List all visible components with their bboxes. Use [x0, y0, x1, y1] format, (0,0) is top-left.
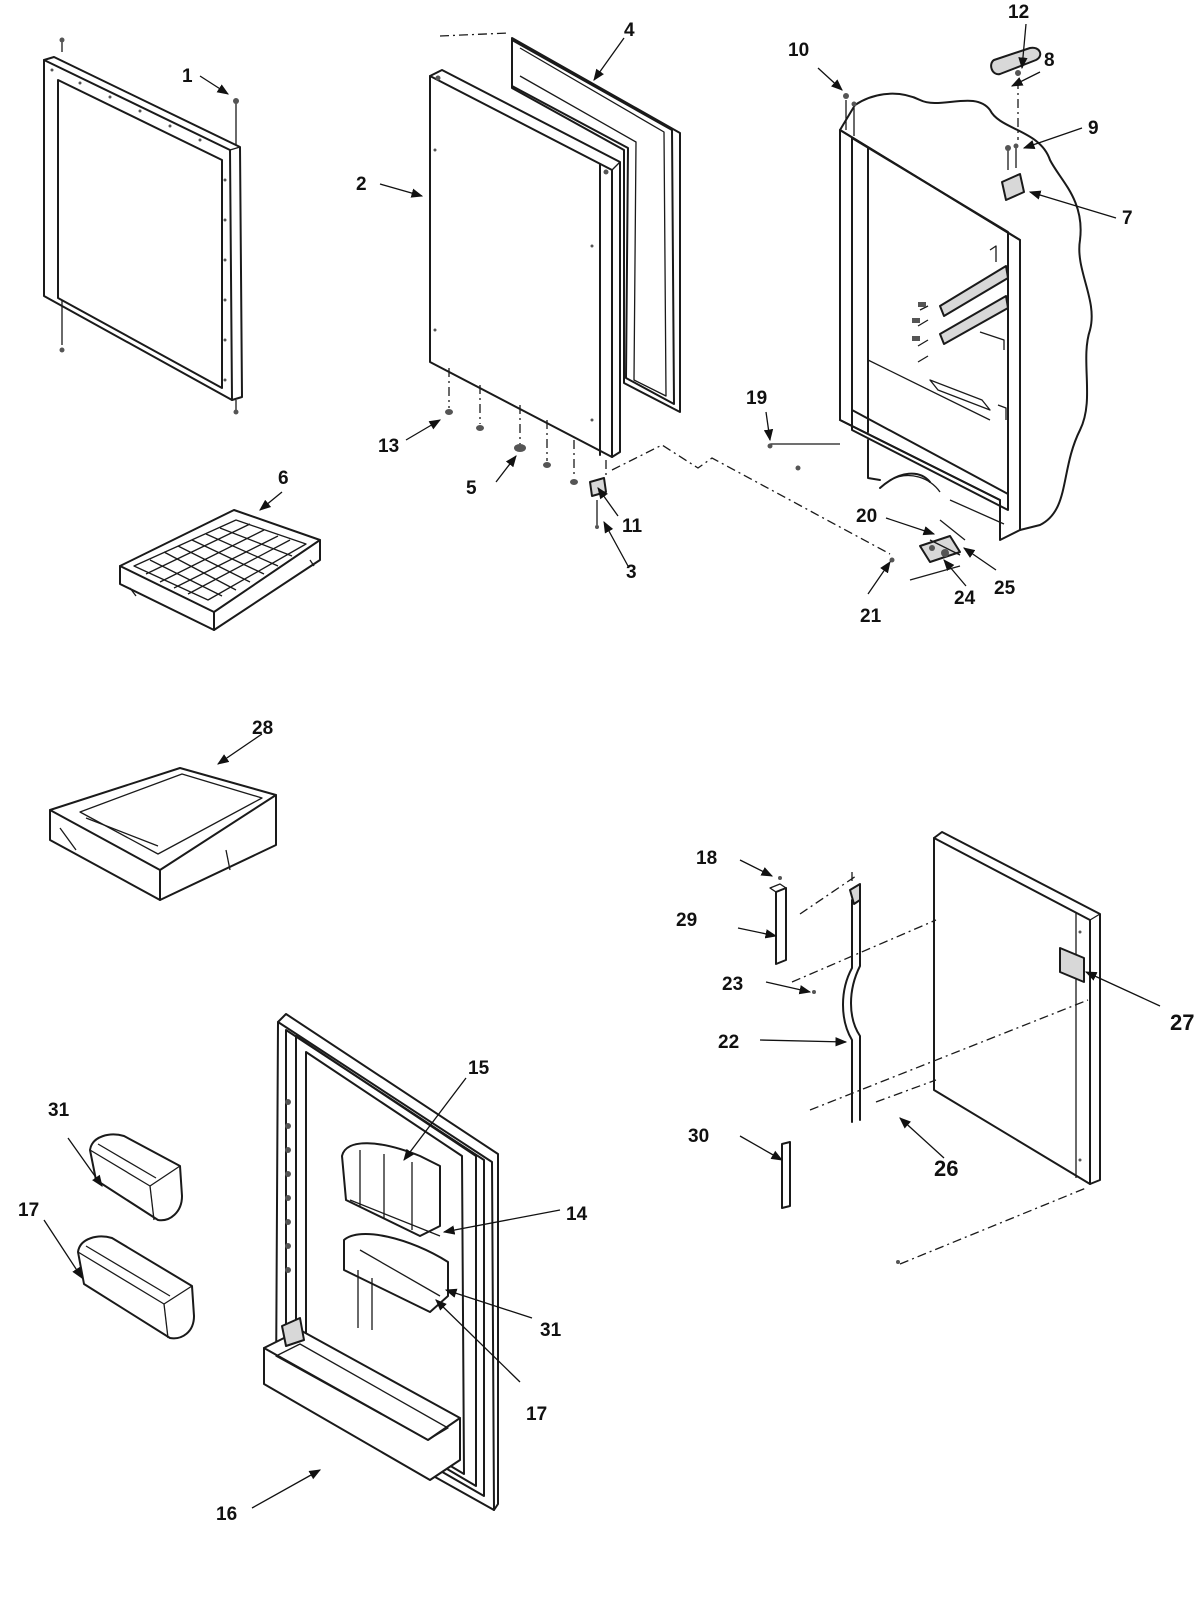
- callout-29: 29: [676, 910, 697, 931]
- callout-31a: 31: [48, 1100, 70, 1121]
- callout-25: 25: [994, 578, 1016, 599]
- callout-11: 11: [622, 516, 643, 537]
- door-trim-frame-drawing: [43, 37, 243, 415]
- freezer-door-drawing: [429, 32, 891, 555]
- callout-24: 24: [954, 588, 976, 609]
- callout-26: 26: [934, 1156, 958, 1181]
- callout-30: 30: [688, 1126, 709, 1147]
- callout-17a: 17: [18, 1200, 39, 1221]
- pan-drawing: [49, 767, 277, 901]
- callout-27: 27: [1170, 1010, 1194, 1035]
- callout-19: 19: [746, 388, 767, 409]
- door-bins-drawing: [77, 1133, 195, 1340]
- right-door-drawing: [769, 831, 1101, 1265]
- callout-5: 5: [466, 478, 477, 499]
- callout-18: 18: [696, 848, 717, 869]
- callout-28: 28: [252, 718, 273, 739]
- callout-12: 12: [1008, 2, 1029, 23]
- refrigerator-door-drawing: [263, 1013, 499, 1511]
- callout-2: 2: [356, 174, 367, 195]
- callout-31b: 31: [540, 1320, 562, 1341]
- callout-13: 13: [378, 436, 399, 457]
- callout-17b: 17: [526, 1404, 547, 1425]
- callout-10: 10: [788, 40, 809, 61]
- callout-8: 8: [1044, 50, 1055, 71]
- callout-labels: 1 2 3 4 5 6 7 8 9 10 11 12 13 14 15 16 1…: [18, 2, 1194, 1525]
- callout-7: 7: [1122, 208, 1133, 229]
- callout-15: 15: [468, 1058, 490, 1079]
- callout-14: 14: [566, 1204, 588, 1225]
- callout-16: 16: [216, 1504, 237, 1525]
- callout-4: 4: [624, 20, 635, 41]
- callout-21: 21: [860, 606, 882, 627]
- callout-3: 3: [626, 562, 637, 583]
- callout-6: 6: [278, 468, 289, 489]
- ice-tray-drawing: [119, 509, 321, 631]
- callout-20: 20: [856, 506, 877, 527]
- cabinet-drawing: [767, 46, 1093, 581]
- callout-23: 23: [722, 974, 743, 995]
- callout-9: 9: [1088, 118, 1099, 139]
- callout-1: 1: [182, 66, 193, 87]
- leader-lines: [43, 23, 1161, 1509]
- callout-22: 22: [718, 1032, 739, 1053]
